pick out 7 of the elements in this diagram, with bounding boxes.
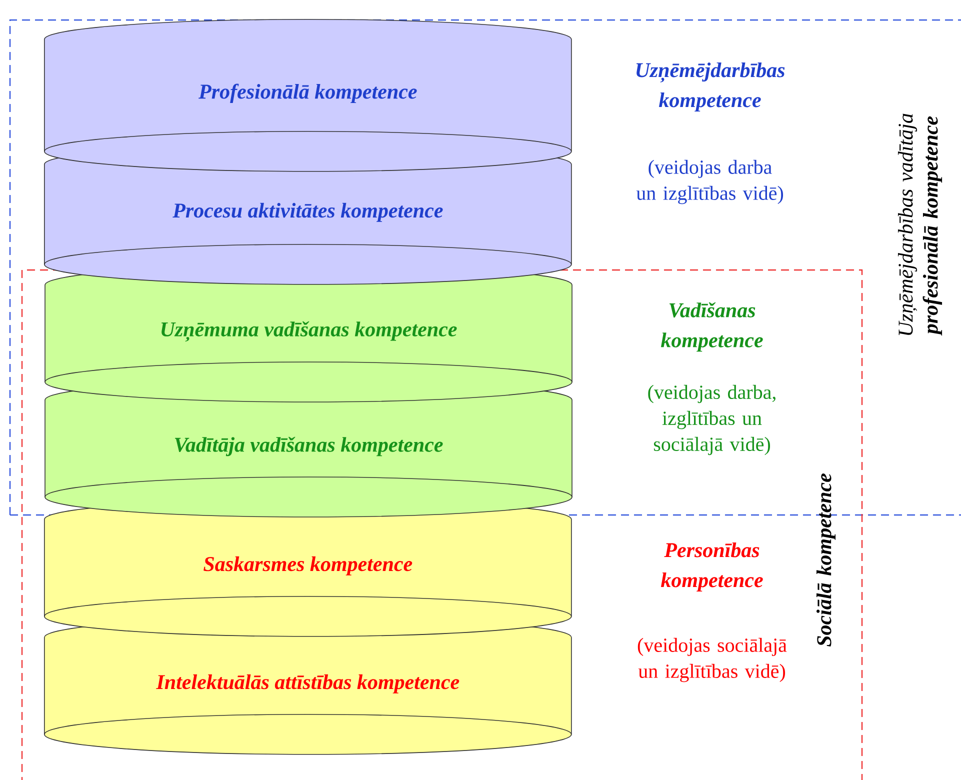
group-title: Personības kompetence <box>660 542 763 592</box>
cylinder-segment: Profesionālā kompetence <box>44 19 572 172</box>
group-title: Uzņēmējdarbības kompetence <box>636 62 785 112</box>
group-description: (veidojas sociālajā un izglītības vidē) <box>638 638 787 682</box>
group-title: Vadīšanas kompetence <box>660 302 763 352</box>
group-description: (veidojas darba, izglītības un sociālajā vidē) <box>648 384 776 456</box>
group-description: (veidojas darba un izglītības vidē) <box>636 160 784 204</box>
